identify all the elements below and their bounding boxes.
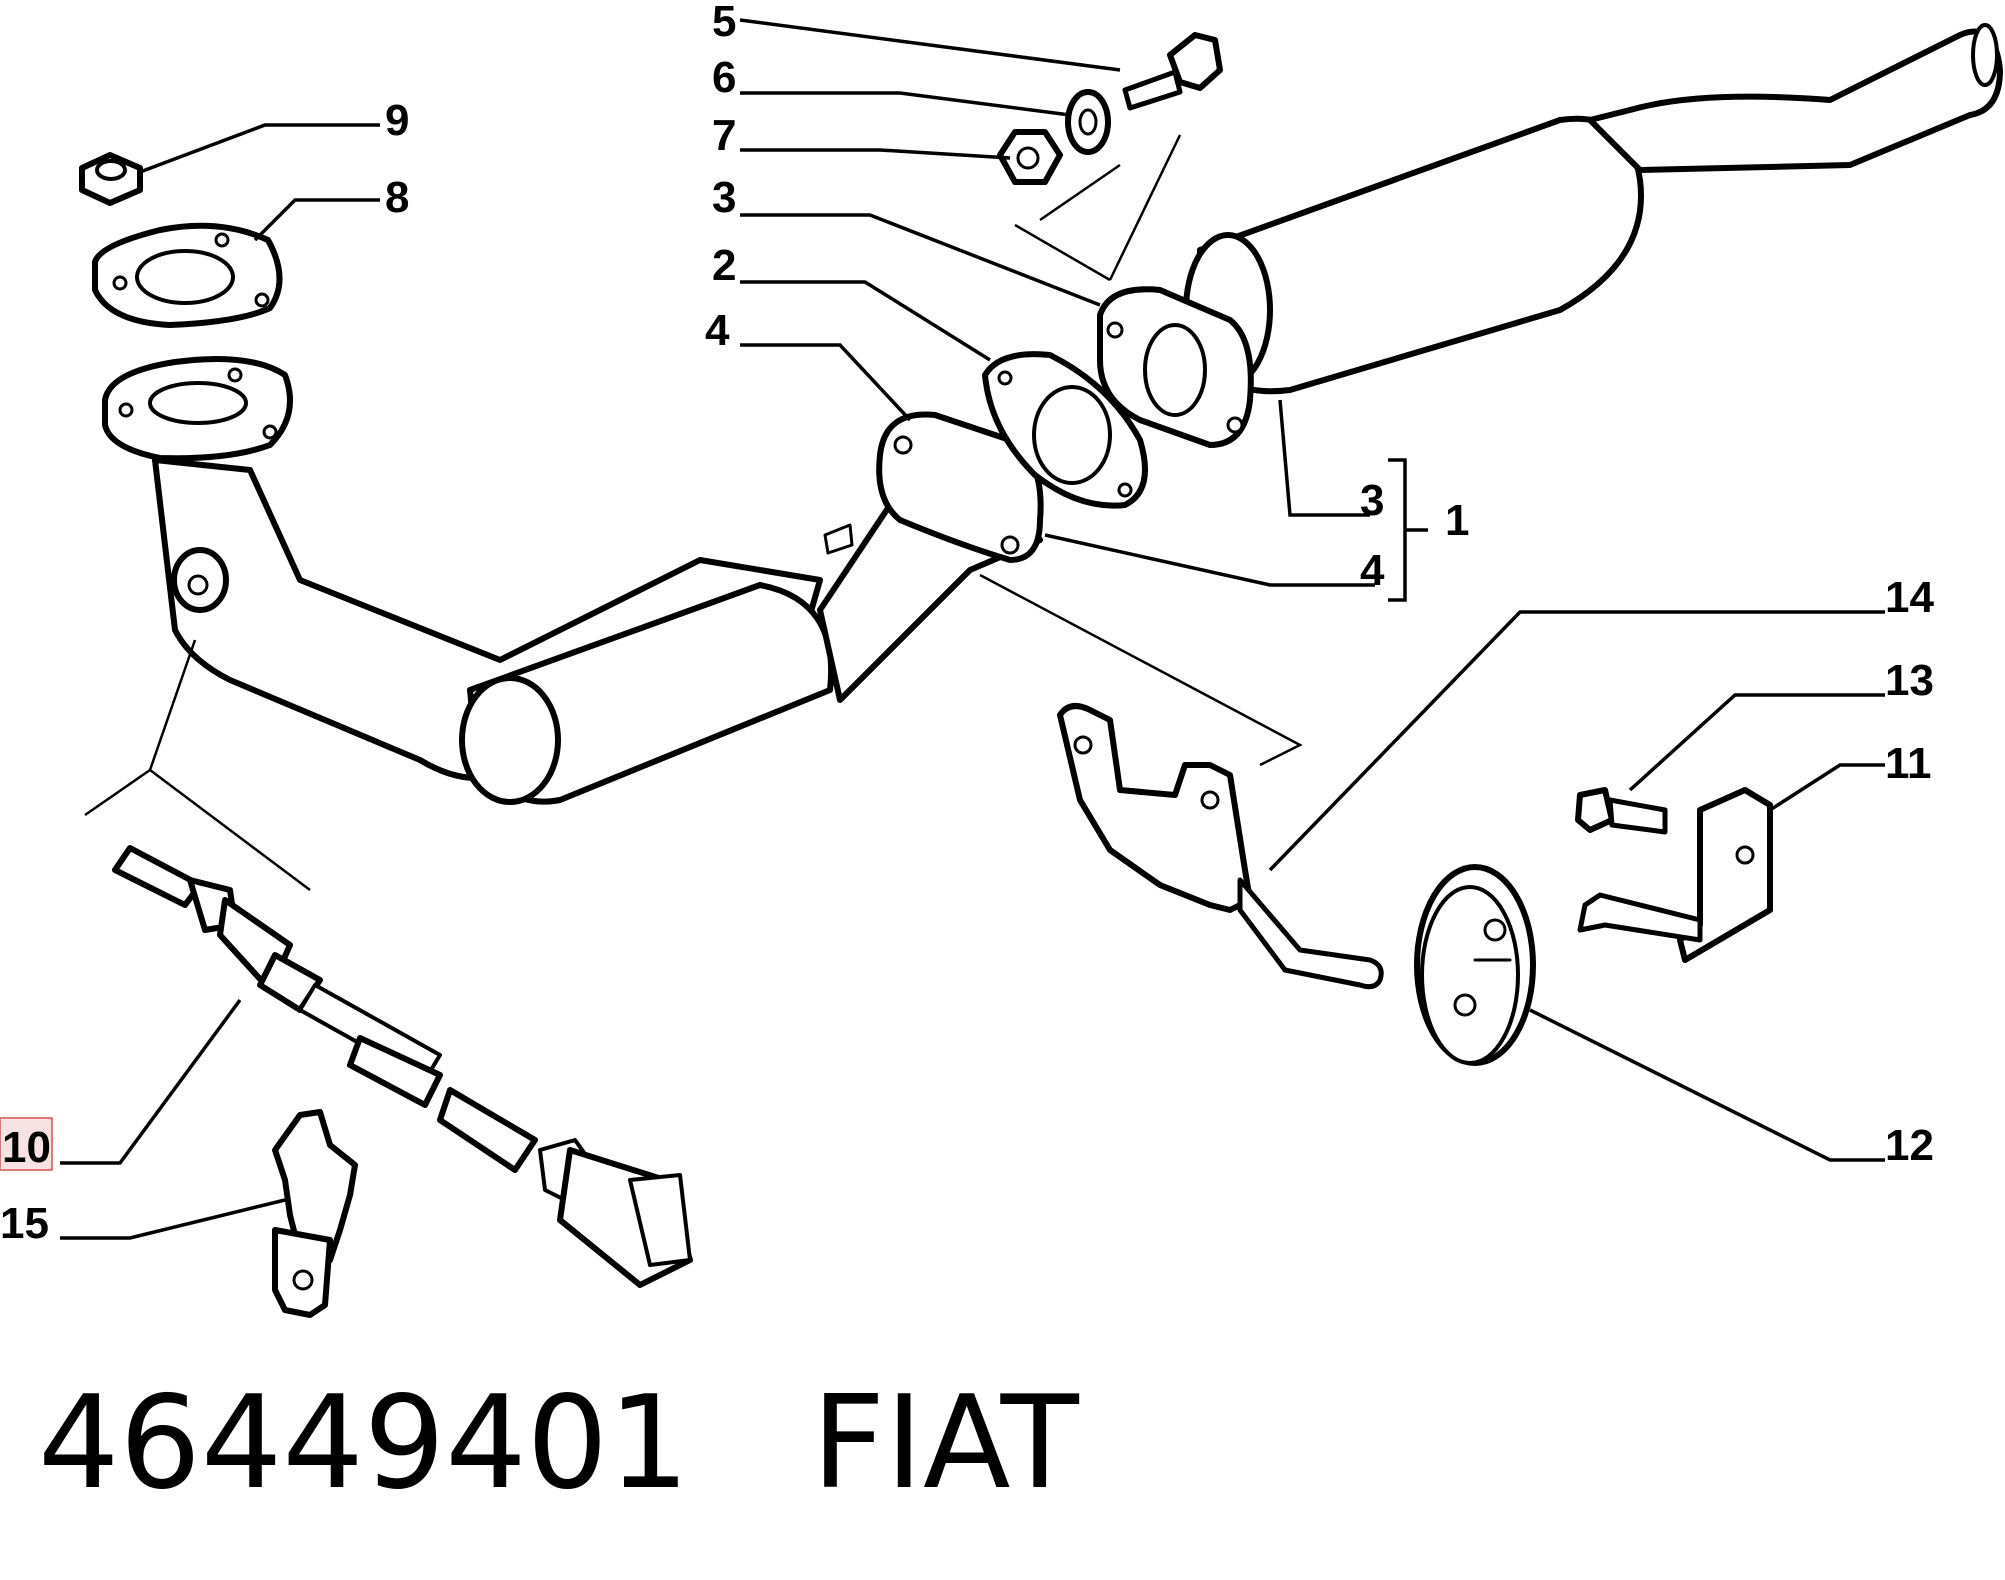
part-7-nut <box>997 129 1063 185</box>
callout-13: 13 <box>1885 656 1934 705</box>
part-11-bracket <box>1577 787 1773 963</box>
part-14-hanger-bracket <box>1057 703 1384 990</box>
part-15-clip <box>272 1109 358 1318</box>
callout-numbers: 5 6 7 3 2 4 9 8 3 4 1 14 13 11 12 10 15 <box>0 0 1934 1248</box>
callout-3-bracket: 3 <box>1360 476 1384 525</box>
leader-lines <box>60 18 1885 1240</box>
catalytic-converter <box>1097 23 2003 448</box>
part-5-bolt <box>1122 32 1223 111</box>
callout-15: 15 <box>0 1199 49 1248</box>
callout-3-top: 3 <box>712 173 736 222</box>
callout-10: 10 <box>2 1123 51 1172</box>
part-6-washer <box>1065 89 1111 155</box>
callout-10-highlight <box>0 1117 53 1171</box>
part-13-bolt <box>1575 787 1668 835</box>
callout-11: 11 <box>1885 739 1932 788</box>
callout-12: 12 <box>1885 1121 1934 1170</box>
callout-8: 8 <box>385 173 409 222</box>
part-12-rubber-mount <box>1414 864 1536 1066</box>
callout-6: 6 <box>712 53 736 102</box>
callout-9: 9 <box>385 96 409 145</box>
callout-7: 7 <box>712 111 736 160</box>
part-caption: 46449401 FIAT <box>38 1380 1079 1508</box>
callout-2: 2 <box>712 241 736 290</box>
part-number: 46449401 <box>38 1369 690 1518</box>
callout-1: 1 <box>1445 496 1469 545</box>
callout-4-top: 4 <box>705 306 730 355</box>
callout-14: 14 <box>1885 573 1934 622</box>
brand-name: FIAT <box>811 1369 1079 1518</box>
part-10-lambda-sensor <box>112 845 693 1288</box>
part-9-nut <box>79 152 143 206</box>
front-exhaust-pipe <box>102 356 1044 805</box>
part-2-gasket <box>982 351 1148 509</box>
callout-5: 5 <box>712 0 736 46</box>
part-8-gasket <box>92 222 283 328</box>
callout-4-bracket: 4 <box>1360 546 1385 595</box>
